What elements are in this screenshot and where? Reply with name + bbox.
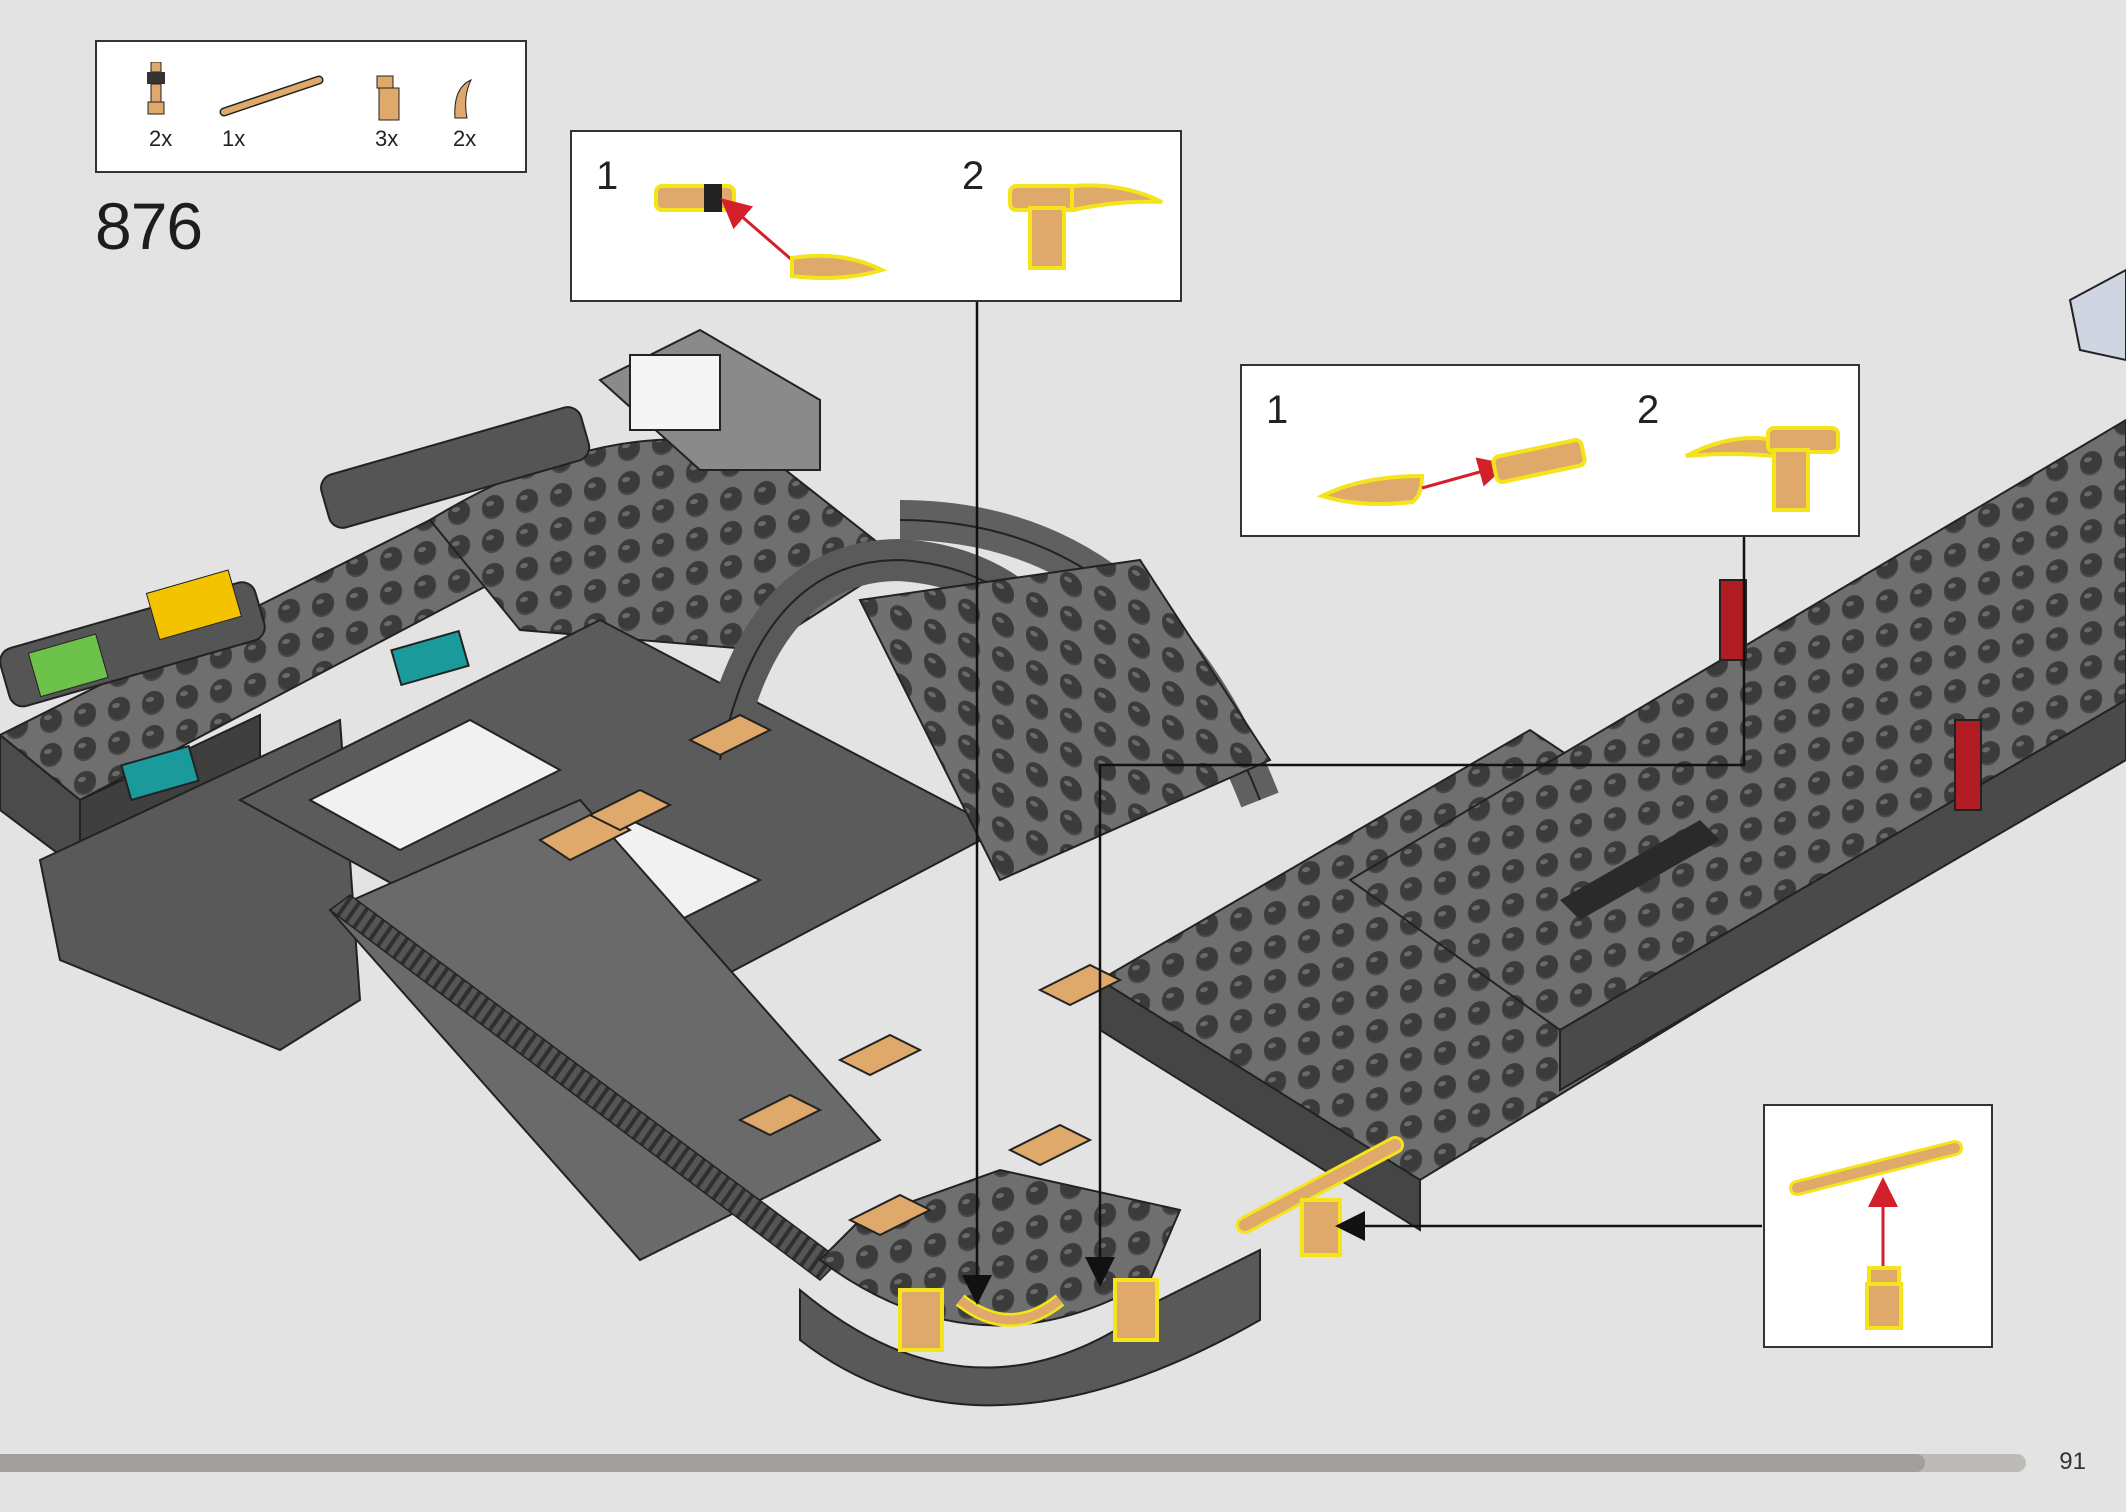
parts-qty-3: 3x [375, 126, 399, 151]
color-stripe-holder [0, 406, 591, 802]
progress-bar [0, 1454, 2026, 1472]
right-mid-platform [858, 558, 1272, 882]
tan-connectors [538, 713, 1123, 1237]
callout-right-sub-step-2: 2 [1637, 388, 1660, 432]
parts-qty-2: 1x [222, 126, 246, 151]
callout-left-step2-illustration [1008, 183, 1163, 270]
bar-holder-with-clip-icon [147, 62, 165, 115]
step-number: 876 [95, 189, 203, 263]
callout-bar-assembly [1763, 1104, 1993, 1348]
parts-list-box: 2x 1x 3x 2x [95, 40, 527, 173]
callout-lines [962, 301, 1762, 1305]
page-number: 91 [2059, 1448, 2086, 1475]
callout-right-sub-step-1: 1 [1266, 388, 1289, 432]
callout-left-sub-step-2: 2 [962, 154, 985, 198]
callout-right: 1 2 [1240, 364, 1860, 537]
horn-tooth-icon [454, 78, 473, 119]
center-upper-platform [428, 328, 902, 652]
bar-icon [219, 75, 324, 117]
parts-qty-4: 2x [453, 126, 477, 151]
clip-with-bar-icon [376, 75, 400, 121]
right-arm-platform [1348, 268, 2126, 1092]
assembled-horn-pair [898, 1278, 1159, 1352]
parts-qty-1: 2x [149, 126, 173, 151]
callout-bar-assembly-illustration [1789, 1140, 1963, 1330]
front-curved-base [799, 1168, 1261, 1407]
open-frame [237, 618, 1003, 1281]
callout-left-step1-illustration [654, 184, 888, 280]
assembled-bar [1236, 1136, 1404, 1257]
progress-bar-fill [0, 1454, 1925, 1472]
callout-right-step1-illustration [1316, 438, 1587, 506]
callout-right-step2-illustration [1685, 426, 1840, 512]
callout-left-sub-step-1: 1 [596, 154, 619, 198]
callout-left: 1 2 [570, 130, 1182, 302]
